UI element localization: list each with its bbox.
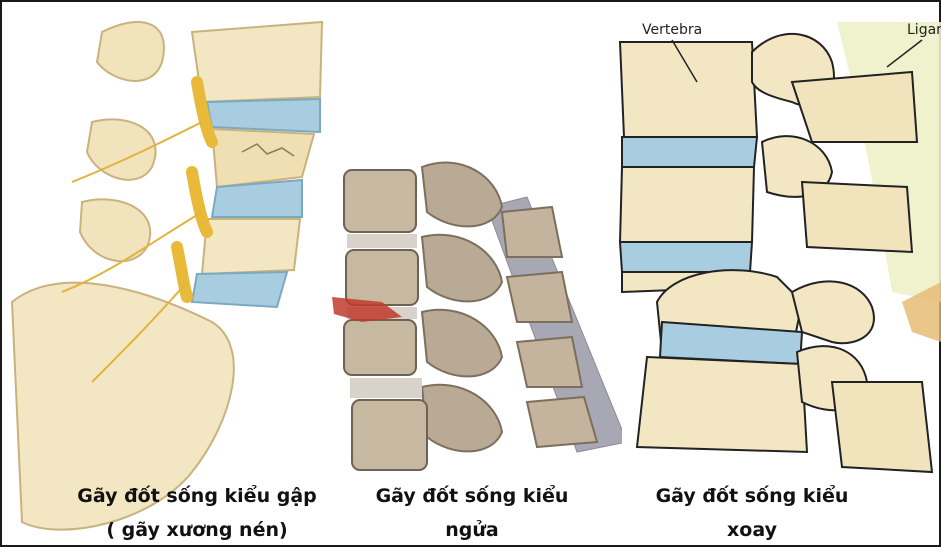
rotation-fracture-caption: Gãy đốt sống kiểu xoay: [612, 479, 892, 547]
extension-fracture-panel: Gãy đốt sống kiểu ngửa: [322, 2, 622, 549]
vertebra-label: Vertebra: [642, 22, 702, 38]
flexion-fracture-caption: Gãy đốt sống kiểu gập ( gãy xương nén): [57, 479, 332, 547]
ligament-label: Ligar: [907, 22, 941, 38]
flexion-fracture-panel: Gãy đốt sống kiểu gập ( gãy xương nén): [2, 2, 332, 549]
lumbar-spine-illustration: [2, 2, 332, 549]
cervical-spine-illustration: [322, 2, 622, 549]
rotational-spine-illustration: [602, 2, 941, 549]
rotation-fracture-panel: Vertebra Ligar Gãy đốt sống kiểu xoay: [602, 2, 941, 549]
caption-line-1: Gãy đốt sống kiểu gập: [57, 479, 332, 513]
extension-fracture-caption: Gãy đốt sống kiểu ngửa: [332, 479, 612, 547]
caption-line-1: Gãy đốt sống kiểu: [332, 479, 612, 513]
caption-line-2: xoay: [612, 513, 892, 547]
caption-line-1: Gãy đốt sống kiểu: [612, 479, 892, 513]
caption-line-2: ngửa: [332, 513, 612, 547]
caption-line-2: ( gãy xương nén): [57, 513, 332, 547]
